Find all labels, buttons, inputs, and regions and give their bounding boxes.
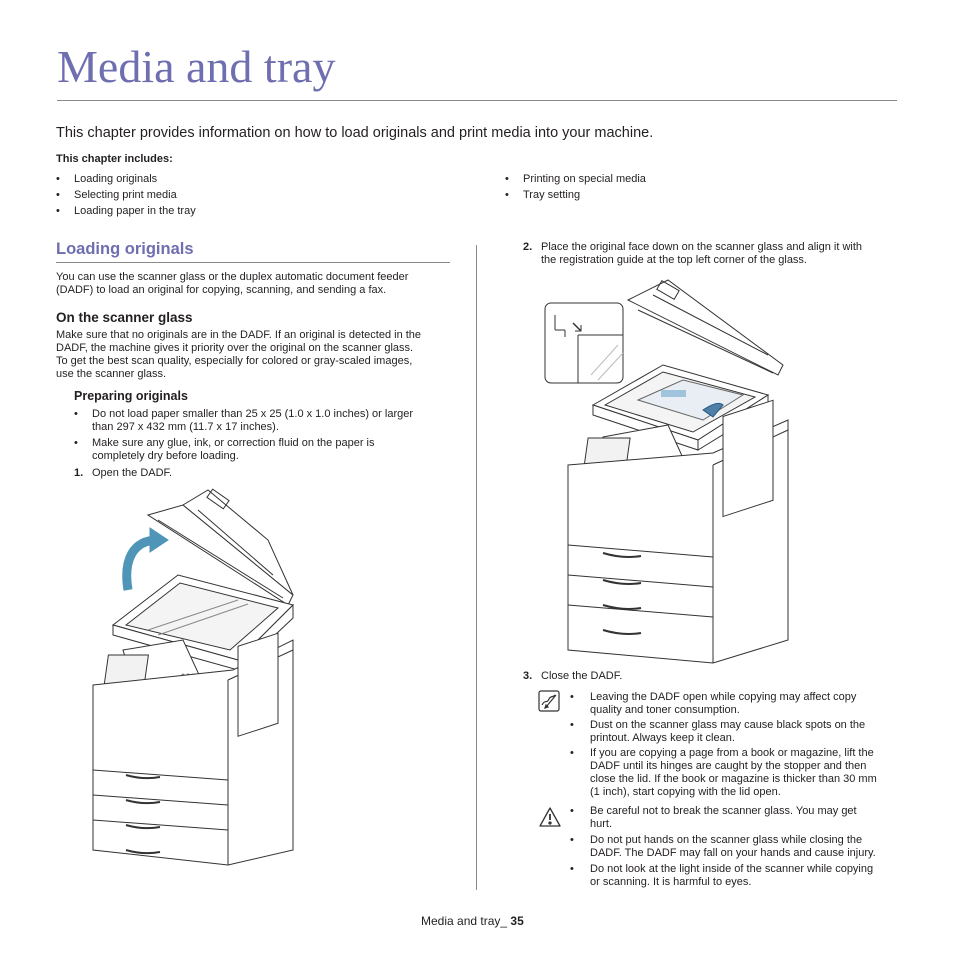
includes-list-right: • Printing on special media • Tray setti… [505, 173, 646, 201]
page-footer: Media and tray_ 35 [421, 914, 524, 928]
list-item: • Leaving the DADF open while copying ma… [570, 691, 857, 716]
scanner-glass-paragraph: Make sure that no originals are in the D… [56, 329, 422, 380]
list-item: • Dust on the scanner glass may cause bl… [570, 719, 866, 744]
list-item: • Make sure any glue, ink, or correction… [74, 437, 375, 462]
note-list: • Leaving the DADF open while copying ma… [570, 691, 910, 799]
list-item: • If you are copying a page from a book … [570, 747, 877, 798]
note-pencil-icon [538, 690, 560, 712]
section-divider [56, 262, 450, 263]
printer-open-dadf-illustration [88, 480, 303, 875]
step-3: 3. Close the DADF. [523, 670, 622, 683]
title-divider [57, 100, 897, 101]
original-on-glass-illustration [543, 275, 798, 667]
page-number: 35 [510, 914, 524, 928]
intro-paragraph: You can use the scanner glass or the dup… [56, 271, 409, 296]
step-number: 3. [523, 670, 533, 682]
step-text: Open the DADF. [92, 467, 173, 479]
step-number: 2. [523, 241, 533, 253]
footer-label: Media and tray_ [421, 914, 508, 928]
list-item: • Do not load paper smaller than 25 x 25… [74, 408, 414, 433]
step-1: 1. Open the DADF. [74, 467, 172, 480]
page-title: Media and tray [57, 41, 336, 92]
step-number: 1. [74, 467, 84, 479]
includes-list-left: • Loading originals • Selecting print me… [56, 173, 196, 217]
warning-triangle-icon [538, 806, 562, 828]
list-item: • Be careful not to break the scanner gl… [570, 805, 857, 830]
preparing-heading: Preparing originals [74, 389, 188, 403]
list-item: • Do not put hands on the scanner glass … [570, 834, 876, 859]
section-heading: Loading originals [56, 240, 194, 258]
chapter-intro: This chapter provides information on how… [56, 125, 654, 141]
column-divider [476, 245, 477, 890]
step-text: Close the DADF. [541, 670, 623, 682]
caution-list: • Be careful not to break the scanner gl… [570, 805, 910, 889]
list-item: • Do not look at the light inside of the… [570, 863, 874, 888]
includes-label: This chapter includes: [56, 153, 173, 165]
preparing-list: • Do not load paper smaller than 25 x 25… [74, 408, 454, 463]
step-2: 2. Place the original face down on the s… [523, 241, 863, 266]
subsection-heading: On the scanner glass [56, 310, 193, 325]
